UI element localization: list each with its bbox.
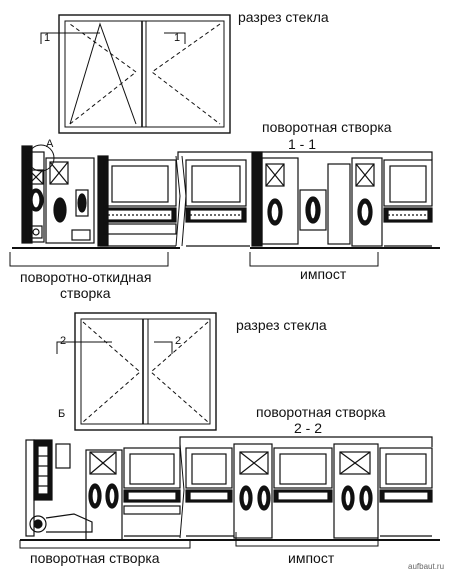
bottom-marker-left: 2	[60, 335, 67, 347]
bottom-section-profiles	[20, 436, 440, 541]
bottom-detail-label: Б	[58, 408, 66, 420]
top-section-profiles	[12, 144, 440, 249]
bottom-left-label: поворотная створка	[30, 550, 160, 566]
bottom-label-brackets	[19, 532, 379, 549]
bottom-cut-label: 2 - 2	[294, 420, 323, 436]
top-sash-label: поворотная створка	[262, 119, 392, 135]
top-mullion-label: импост	[300, 266, 347, 282]
top-window-elevation	[40, 14, 231, 134]
top-detail-label: А	[46, 138, 54, 150]
bottom-marker-right: 2	[175, 335, 182, 347]
bottom-mullion-label: импост	[288, 550, 335, 566]
watermark: aufbaut.ru	[408, 562, 445, 571]
bottom-section-label: разрез стекла	[236, 317, 327, 333]
top-cut-label: 1 - 1	[288, 136, 317, 152]
top-left-label-line1: поворотно-откидная	[20, 269, 152, 285]
top-marker-left: 1	[44, 32, 51, 44]
top-marker-right: 1	[174, 32, 181, 44]
bottom-window-elevation	[56, 312, 217, 431]
top-label-brackets	[9, 252, 379, 267]
top-left-label-line2: створка	[60, 285, 111, 301]
top-section-label: разрез стекла	[238, 9, 329, 25]
bottom-sash-label: поворотная створка	[256, 404, 386, 420]
